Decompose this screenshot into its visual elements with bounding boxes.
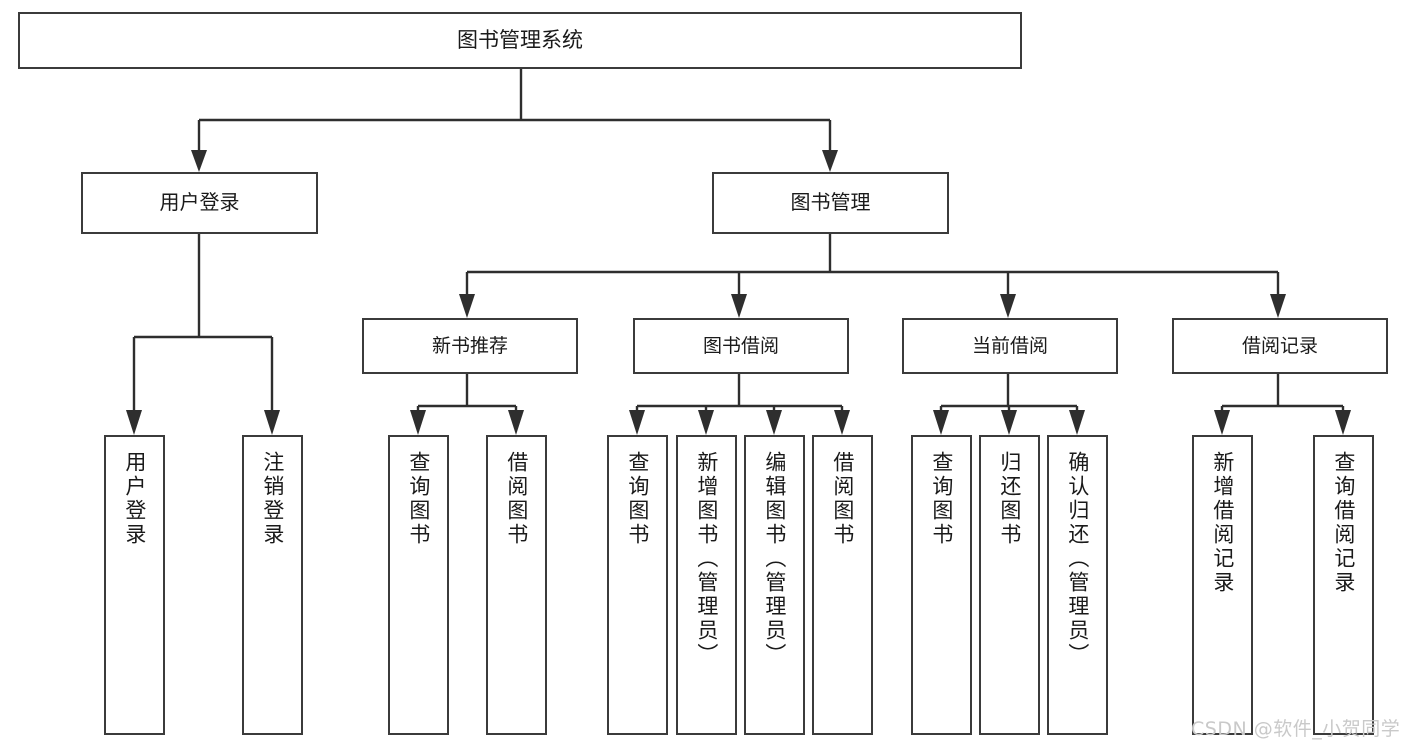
leaf-borrow-add-book[interactable]: 新增图书（管理员）	[676, 435, 737, 735]
leaf-borrow-borrow-book-label: 借阅图书	[830, 451, 855, 547]
node-borrow-record-label: 借阅记录	[1241, 334, 1318, 357]
leaf-current-confirm-return[interactable]: 确认归还（管理员）	[1047, 435, 1108, 735]
leaf-borrow-query-book-label: 查询图书	[625, 451, 650, 547]
node-book-management[interactable]: 图书管理	[712, 172, 949, 234]
leaf-borrow-add-book-label: 新增图书（管理员）	[694, 451, 719, 667]
node-current-borrow[interactable]: 当前借阅	[902, 318, 1118, 374]
leaf-current-confirm-return-label: 确认归还（管理员）	[1065, 451, 1090, 667]
leaf-current-query-book-label: 查询图书	[929, 451, 954, 547]
leaf-user-logout-label: 注销登录	[260, 451, 285, 547]
node-book-borrow[interactable]: 图书借阅	[633, 318, 849, 374]
leaf-user-login[interactable]: 用户登录	[104, 435, 165, 735]
node-book-borrow-label: 图书借阅	[702, 334, 779, 357]
leaf-current-return-book-label: 归还图书	[997, 451, 1022, 547]
leaf-borrow-edit-book-label: 编辑图书（管理员）	[762, 451, 787, 667]
leaf-user-login-label: 用户登录	[122, 451, 147, 547]
leaf-borrow-query-book[interactable]: 查询图书	[607, 435, 668, 735]
node-current-borrow-label: 当前借阅	[971, 334, 1048, 357]
node-root-label: 图书管理系统	[457, 28, 583, 53]
leaf-borrow-borrow-book[interactable]: 借阅图书	[812, 435, 873, 735]
node-user-login-label: 用户登录	[159, 190, 240, 215]
leaf-newbook-borrow-book-label: 借阅图书	[504, 451, 529, 547]
leaf-newbook-query-book-label: 查询图书	[406, 451, 431, 547]
leaf-newbook-borrow-book[interactable]: 借阅图书	[486, 435, 547, 735]
node-user-login[interactable]: 用户登录	[81, 172, 318, 234]
node-root[interactable]: 图书管理系统	[18, 12, 1022, 69]
node-borrow-record[interactable]: 借阅记录	[1172, 318, 1388, 374]
leaf-borrow-edit-book[interactable]: 编辑图书（管理员）	[744, 435, 805, 735]
node-new-book-recommend-label: 新书推荐	[431, 334, 508, 357]
leaf-current-query-book[interactable]: 查询图书	[911, 435, 972, 735]
leaf-newbook-query-book[interactable]: 查询图书	[388, 435, 449, 735]
leaf-record-query-record[interactable]: 查询借阅记录	[1313, 435, 1374, 735]
leaf-record-add-record-label: 新增借阅记录	[1210, 451, 1235, 595]
node-book-management-label: 图书管理	[790, 190, 871, 215]
leaf-record-add-record[interactable]: 新增借阅记录	[1192, 435, 1253, 735]
node-new-book-recommend[interactable]: 新书推荐	[362, 318, 578, 374]
leaf-current-return-book[interactable]: 归还图书	[979, 435, 1040, 735]
leaf-record-query-record-label: 查询借阅记录	[1331, 451, 1356, 595]
leaf-user-logout[interactable]: 注销登录	[242, 435, 303, 735]
watermark: CSDN @软件_小贺同学	[1191, 718, 1401, 740]
